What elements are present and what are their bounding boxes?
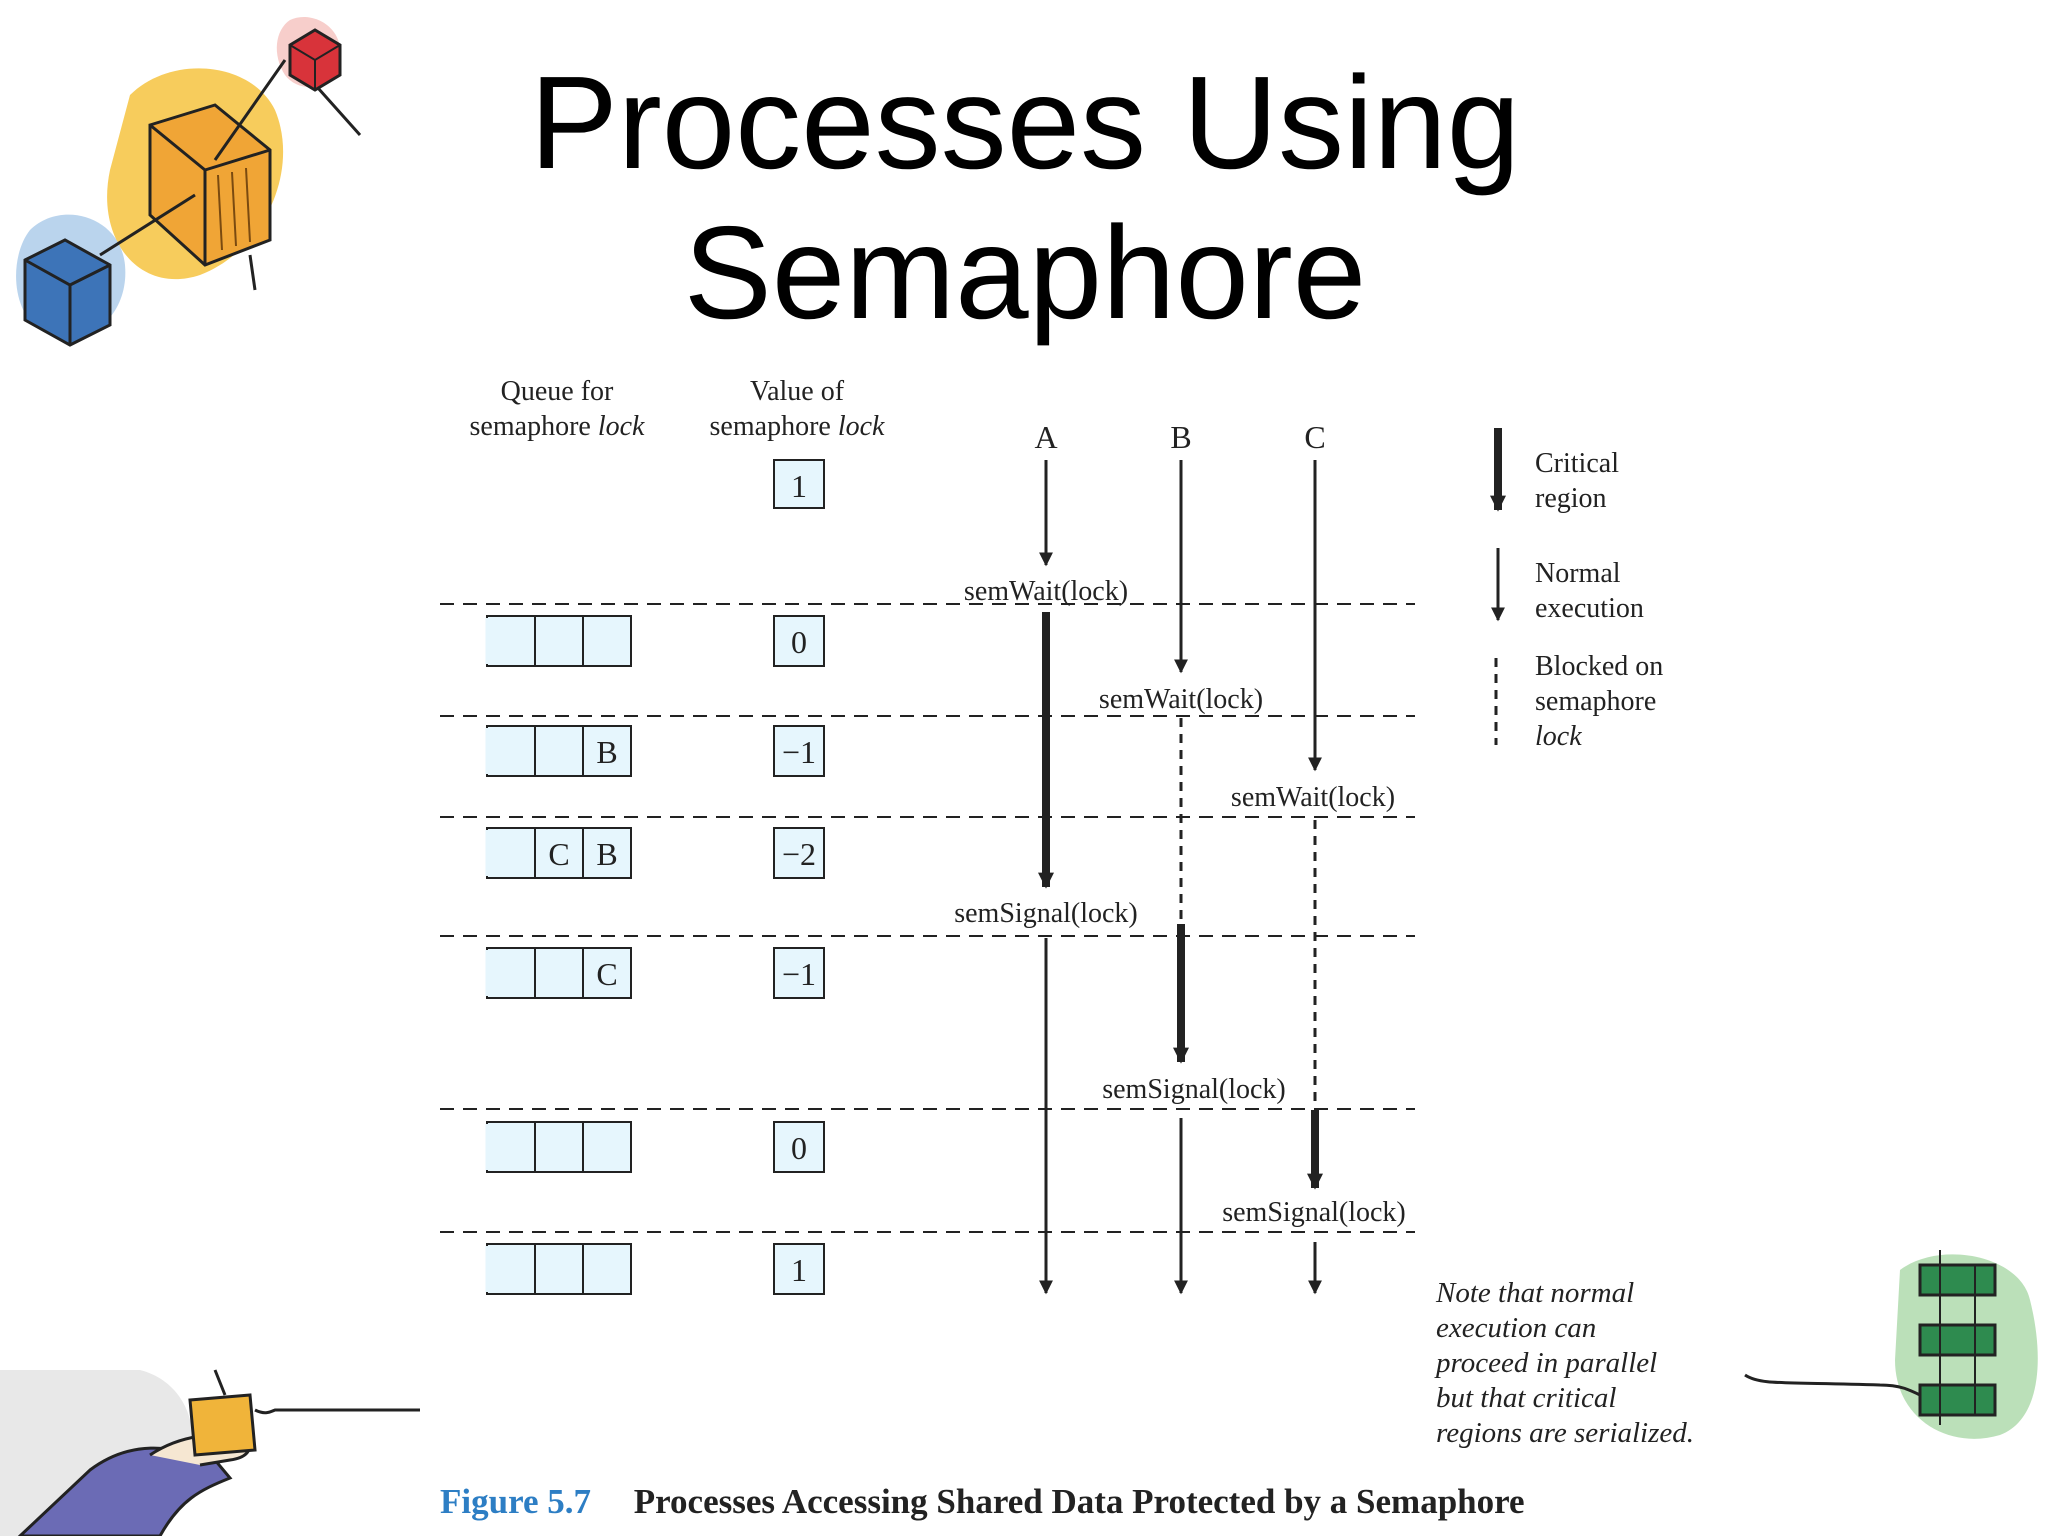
figure-caption-text: Processes Accessing Shared Data Protecte… [633, 1482, 1525, 1521]
queue-cell [486, 947, 536, 999]
semaphore-value: −1 [782, 734, 816, 770]
semaphore-value-box [773, 1121, 825, 1173]
queue-header-word: semaphore [470, 411, 591, 442]
semaphore-value: 0 [791, 1130, 807, 1166]
queue-cell [486, 725, 536, 777]
queue-cell [486, 827, 536, 879]
hand-clipart [0, 1369, 420, 1536]
value-header-line-2: semaphore lock [710, 411, 886, 442]
semaphore-value-box [773, 947, 825, 999]
cubes-clipart [16, 16, 362, 347]
event-label-b-semsignal: semSignal(lock) [1102, 1074, 1286, 1105]
event-label-bg [944, 897, 1148, 925]
process-label-b: B [1170, 419, 1191, 455]
semaphore-value-box [773, 725, 825, 777]
event-label-bg [955, 574, 1135, 602]
event-label-a-semwait: semWait(lock) [964, 576, 1128, 607]
legend-critical-line-1: Critical [1535, 448, 1619, 479]
queue-cell [486, 1121, 536, 1173]
semaphore-value: −1 [782, 956, 816, 992]
semaphore-value-box [773, 827, 825, 879]
legend-blocked-line-2: semaphore [1535, 686, 1656, 717]
queue-header-italic: lock [598, 411, 645, 442]
event-label-c-semwait: semWait(lock) [1231, 782, 1395, 813]
note-text: Note that normal execution can proceed i… [1436, 1276, 1766, 1451]
slide-title-line-2: Semaphore [683, 199, 1367, 346]
process-label-a: A [1034, 419, 1057, 455]
queue-header-line-1: Queue for [501, 376, 614, 407]
note-line-2: execution can [1436, 1312, 1597, 1344]
queue-cell [534, 615, 584, 667]
legend: Critical region Normal execution Blocked… [1490, 428, 1663, 752]
queue-cell-process: C [548, 836, 569, 872]
queue-cell [582, 615, 632, 667]
event-label-bg [1222, 782, 1404, 810]
queue-cell [486, 1243, 536, 1295]
semaphore-value-box [773, 1243, 825, 1295]
queue-cell-process: B [596, 734, 617, 770]
queue-cell [486, 615, 536, 667]
queue-cell [534, 947, 584, 999]
value-header-line-1: Value of [750, 376, 845, 407]
event-label-bg [1092, 1073, 1296, 1101]
queue-cell [582, 947, 632, 999]
queue-cell [582, 827, 632, 879]
legend-blocked-line-3: lock [1535, 721, 1582, 752]
queue-cell-process: C [596, 956, 617, 992]
value-header-word: semaphore [710, 411, 831, 442]
event-label-a-semsignal: semSignal(lock) [954, 898, 1138, 929]
queue-cell [582, 1121, 632, 1173]
note-line-5: regions are serialized. [1436, 1417, 1695, 1449]
legend-blocked-line-1: Blocked on [1535, 651, 1663, 682]
queue-cell-process: B [596, 836, 617, 872]
event-label-bg [1212, 1197, 1416, 1225]
value-header-italic: lock [838, 411, 885, 442]
figure-caption: Figure 5.7 Processes Accessing Shared Da… [440, 1482, 1525, 1522]
note-line-3: proceed in parallel [1436, 1347, 1658, 1379]
note-line-1: Note that normal [1436, 1277, 1635, 1309]
initial-value: 1 [791, 468, 807, 504]
queue-cell [534, 725, 584, 777]
note-line-4: but that critical [1436, 1382, 1617, 1414]
initial-value-box [773, 459, 825, 509]
semaphore-value-box [773, 615, 825, 667]
queue-cell [582, 725, 632, 777]
semaphore-value: −2 [782, 836, 816, 872]
queue-header-line-2: semaphore lock [470, 411, 646, 442]
event-label-b-semwait: semWait(lock) [1099, 684, 1263, 715]
separator-lines [440, 603, 1415, 1233]
process-label-c: C [1304, 419, 1325, 455]
figure-number: Figure 5.7 [440, 1482, 592, 1521]
stacked-blocks-clipart [1744, 1250, 2038, 1439]
queue-cell [582, 1243, 632, 1295]
slide-title: Processes Using Semaphore [300, 48, 1750, 348]
legend-critical-line-2: region [1535, 483, 1607, 514]
slide-title-line-1: Processes Using [529, 49, 1521, 196]
queue-cell [534, 1121, 584, 1173]
legend-normal-line-1: Normal [1535, 558, 1621, 589]
semaphore-value: 0 [791, 624, 807, 660]
semaphore-value: 1 [791, 1252, 807, 1288]
queue-cell [534, 1243, 584, 1295]
legend-normal-line-2: execution [1535, 593, 1644, 624]
event-label-bg [1090, 684, 1272, 712]
event-label-c-semsignal: semSignal(lock) [1222, 1197, 1406, 1228]
